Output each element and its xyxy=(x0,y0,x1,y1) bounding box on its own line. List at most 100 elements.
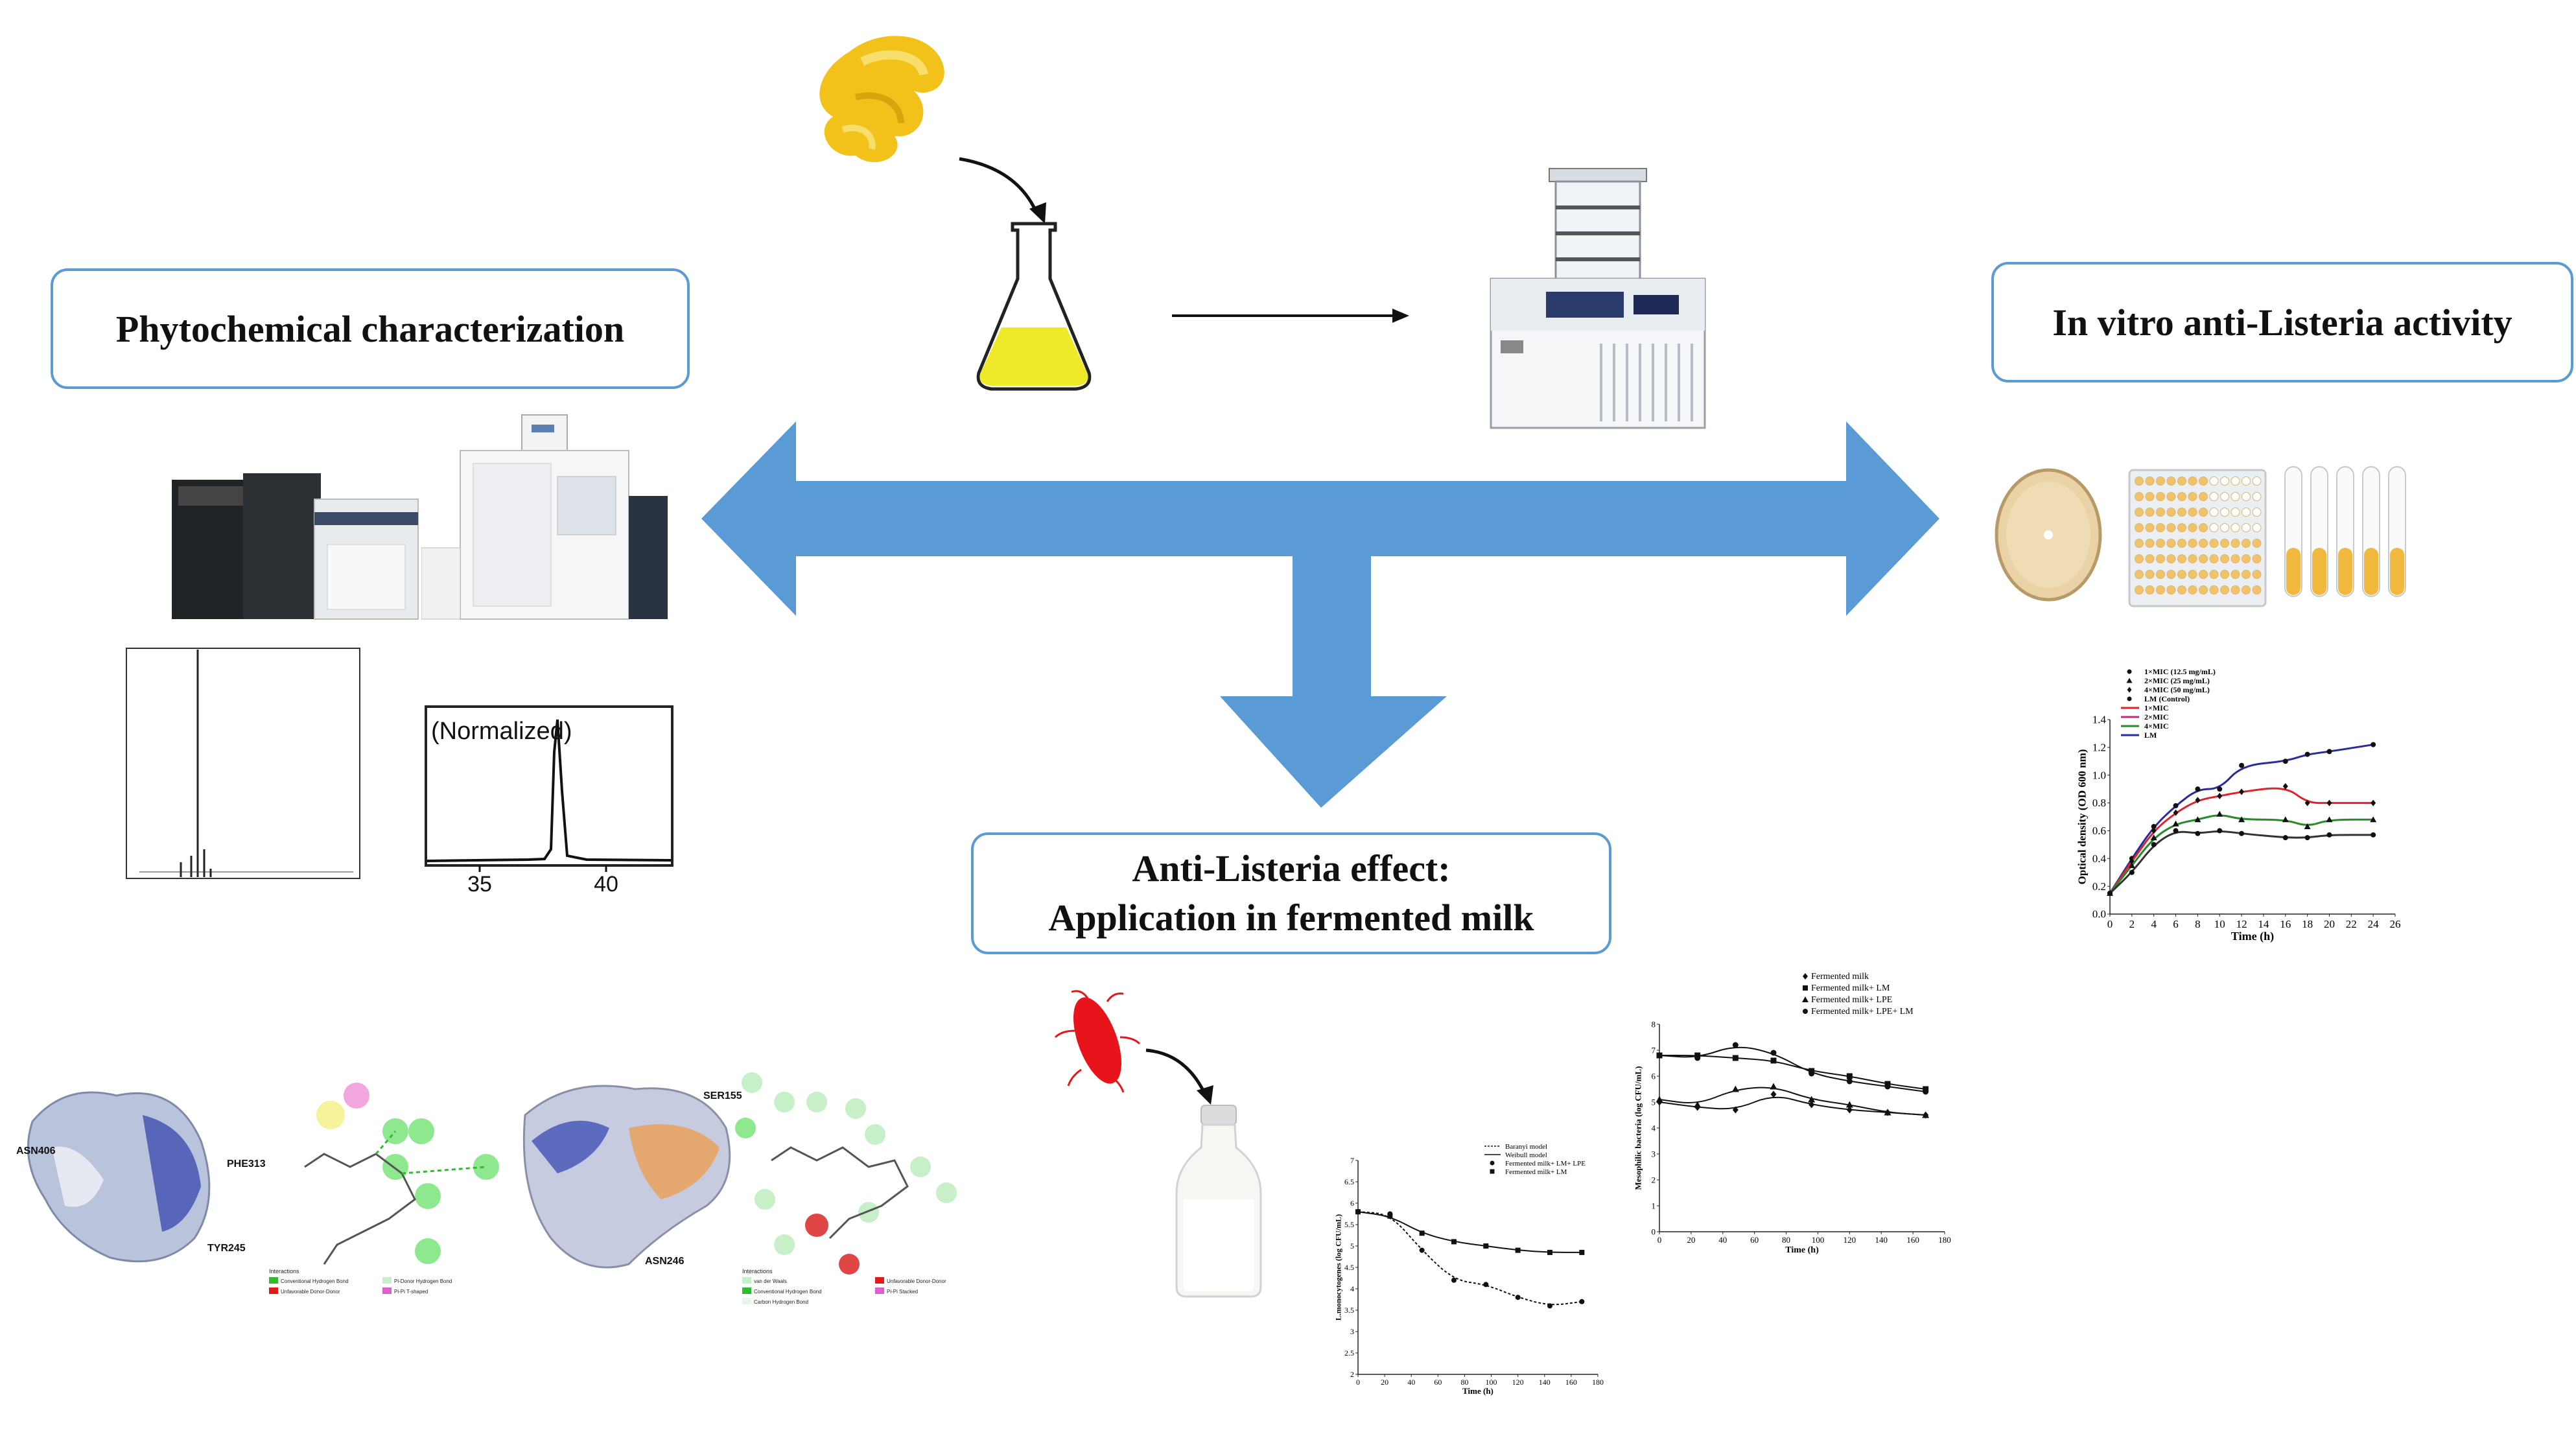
well xyxy=(2199,554,2208,563)
legend-label: LM (Control) xyxy=(2144,694,2190,703)
well xyxy=(2177,539,2186,548)
x-tick-label: 2 xyxy=(2129,918,2135,930)
well xyxy=(2231,585,2240,594)
well xyxy=(2135,508,2144,517)
data-point xyxy=(2239,788,2245,795)
data-point xyxy=(1770,1083,1777,1090)
x-tick-label: 180 xyxy=(1938,1235,1951,1245)
data-point xyxy=(1884,1083,1891,1090)
data-point xyxy=(1770,1057,1777,1064)
data-point xyxy=(2127,687,2132,693)
data-point xyxy=(1803,1009,1808,1014)
tube-liquid xyxy=(2338,548,2352,595)
well xyxy=(2166,476,2176,486)
data-point xyxy=(2371,832,2376,838)
data-point xyxy=(2195,830,2201,836)
well xyxy=(2188,508,2197,517)
data-point xyxy=(2239,830,2245,836)
data-point xyxy=(1483,1282,1489,1287)
x-tick-label: 0 xyxy=(1356,1378,1360,1387)
well xyxy=(2188,554,2197,563)
y-tick-label: 3 xyxy=(1350,1327,1354,1336)
legend-label: Fermented milk+ LM+ LPE xyxy=(1505,1160,1586,1168)
docking-label-asn246: ASN246 xyxy=(645,1256,685,1267)
x-tick-label: 20 xyxy=(2324,918,2335,930)
phytochemical-title-box: Phytochemical characterization xyxy=(51,268,690,389)
y-tick-label: 3 xyxy=(1652,1149,1656,1158)
well xyxy=(2177,492,2186,501)
data-point xyxy=(1732,1042,1739,1048)
legend-label: Baranyi model xyxy=(1505,1143,1547,1151)
well xyxy=(2220,554,2229,563)
well xyxy=(2242,554,2251,563)
legend-label: Fermented milk+ LPE xyxy=(1811,995,1892,1005)
well xyxy=(2252,523,2262,532)
y-tick-label: 5 xyxy=(1652,1097,1656,1107)
x-tick-label: 10 xyxy=(2214,918,2225,930)
well xyxy=(2209,539,2219,548)
data-point xyxy=(2129,858,2135,865)
arrow-head-lemon xyxy=(1029,202,1046,224)
well xyxy=(2188,570,2197,579)
data-point xyxy=(1419,1247,1425,1253)
well xyxy=(2199,508,2208,517)
lemon-peel-icon xyxy=(819,36,944,163)
data-point xyxy=(2127,669,2132,674)
well xyxy=(2135,539,2144,548)
x-tick-label: 20 xyxy=(1381,1378,1388,1387)
well xyxy=(2177,508,2186,517)
well xyxy=(2166,523,2176,532)
y-tick-label: 2.5 xyxy=(1344,1348,1354,1358)
application-title-line2: Application in fermented milk xyxy=(1048,897,1534,939)
well xyxy=(2166,492,2176,501)
data-point xyxy=(1547,1303,1552,1309)
data-point xyxy=(1770,1090,1777,1098)
tube-liquid xyxy=(2312,548,2326,595)
well xyxy=(2252,492,2262,501)
x-tick-label: 0 xyxy=(2107,918,2113,930)
well xyxy=(2156,508,2165,517)
well xyxy=(2252,539,2262,548)
well xyxy=(2220,539,2229,548)
application-title-box: Anti-Listeria effect: Application in fer… xyxy=(971,832,1611,954)
x-tick-label: 160 xyxy=(1565,1378,1577,1387)
arrow-head-dryer xyxy=(1392,309,1409,323)
data-point xyxy=(2326,832,2332,838)
data-point xyxy=(1808,1096,1816,1103)
y-tick-label: 2 xyxy=(1652,1175,1656,1184)
y-tick-label: 6.5 xyxy=(1344,1177,1354,1186)
well xyxy=(2145,570,2155,579)
data-point xyxy=(2217,786,2223,792)
x-axis-label: Time (h) xyxy=(2231,930,2274,943)
data-point xyxy=(2371,742,2376,747)
well xyxy=(2242,539,2251,548)
fit-line xyxy=(1659,1096,1926,1116)
data-point xyxy=(1579,1249,1585,1255)
data-point xyxy=(2129,869,2135,875)
x-tick-label: 100 xyxy=(1812,1235,1825,1245)
well xyxy=(2156,570,2165,579)
x-tick-label: 60 xyxy=(1434,1378,1442,1387)
well xyxy=(2242,585,2251,594)
invitro-title: In vitro anti-Listeria activity xyxy=(2052,301,2512,344)
well xyxy=(2199,523,2208,532)
x-tick-label: 12 xyxy=(2236,918,2247,930)
well xyxy=(2231,570,2240,579)
legend-label: Weibull model xyxy=(1505,1151,1547,1159)
well xyxy=(2252,476,2262,486)
invitro-title-box: In vitro anti-Listeria activity xyxy=(1991,262,2573,382)
y-tick-label: 2 xyxy=(1350,1370,1354,1379)
well xyxy=(2156,554,2165,563)
test-tubes-icon xyxy=(2284,466,2406,597)
data-point xyxy=(2194,816,2201,823)
y-tick-label: 5 xyxy=(1350,1241,1354,1251)
well-plate-icon xyxy=(2128,469,2267,607)
data-point xyxy=(1483,1243,1489,1249)
data-point xyxy=(1547,1249,1552,1255)
y-tick-label: 7 xyxy=(1350,1156,1354,1165)
well xyxy=(2177,523,2186,532)
data-point xyxy=(1802,996,1809,1002)
well xyxy=(2135,523,2144,532)
